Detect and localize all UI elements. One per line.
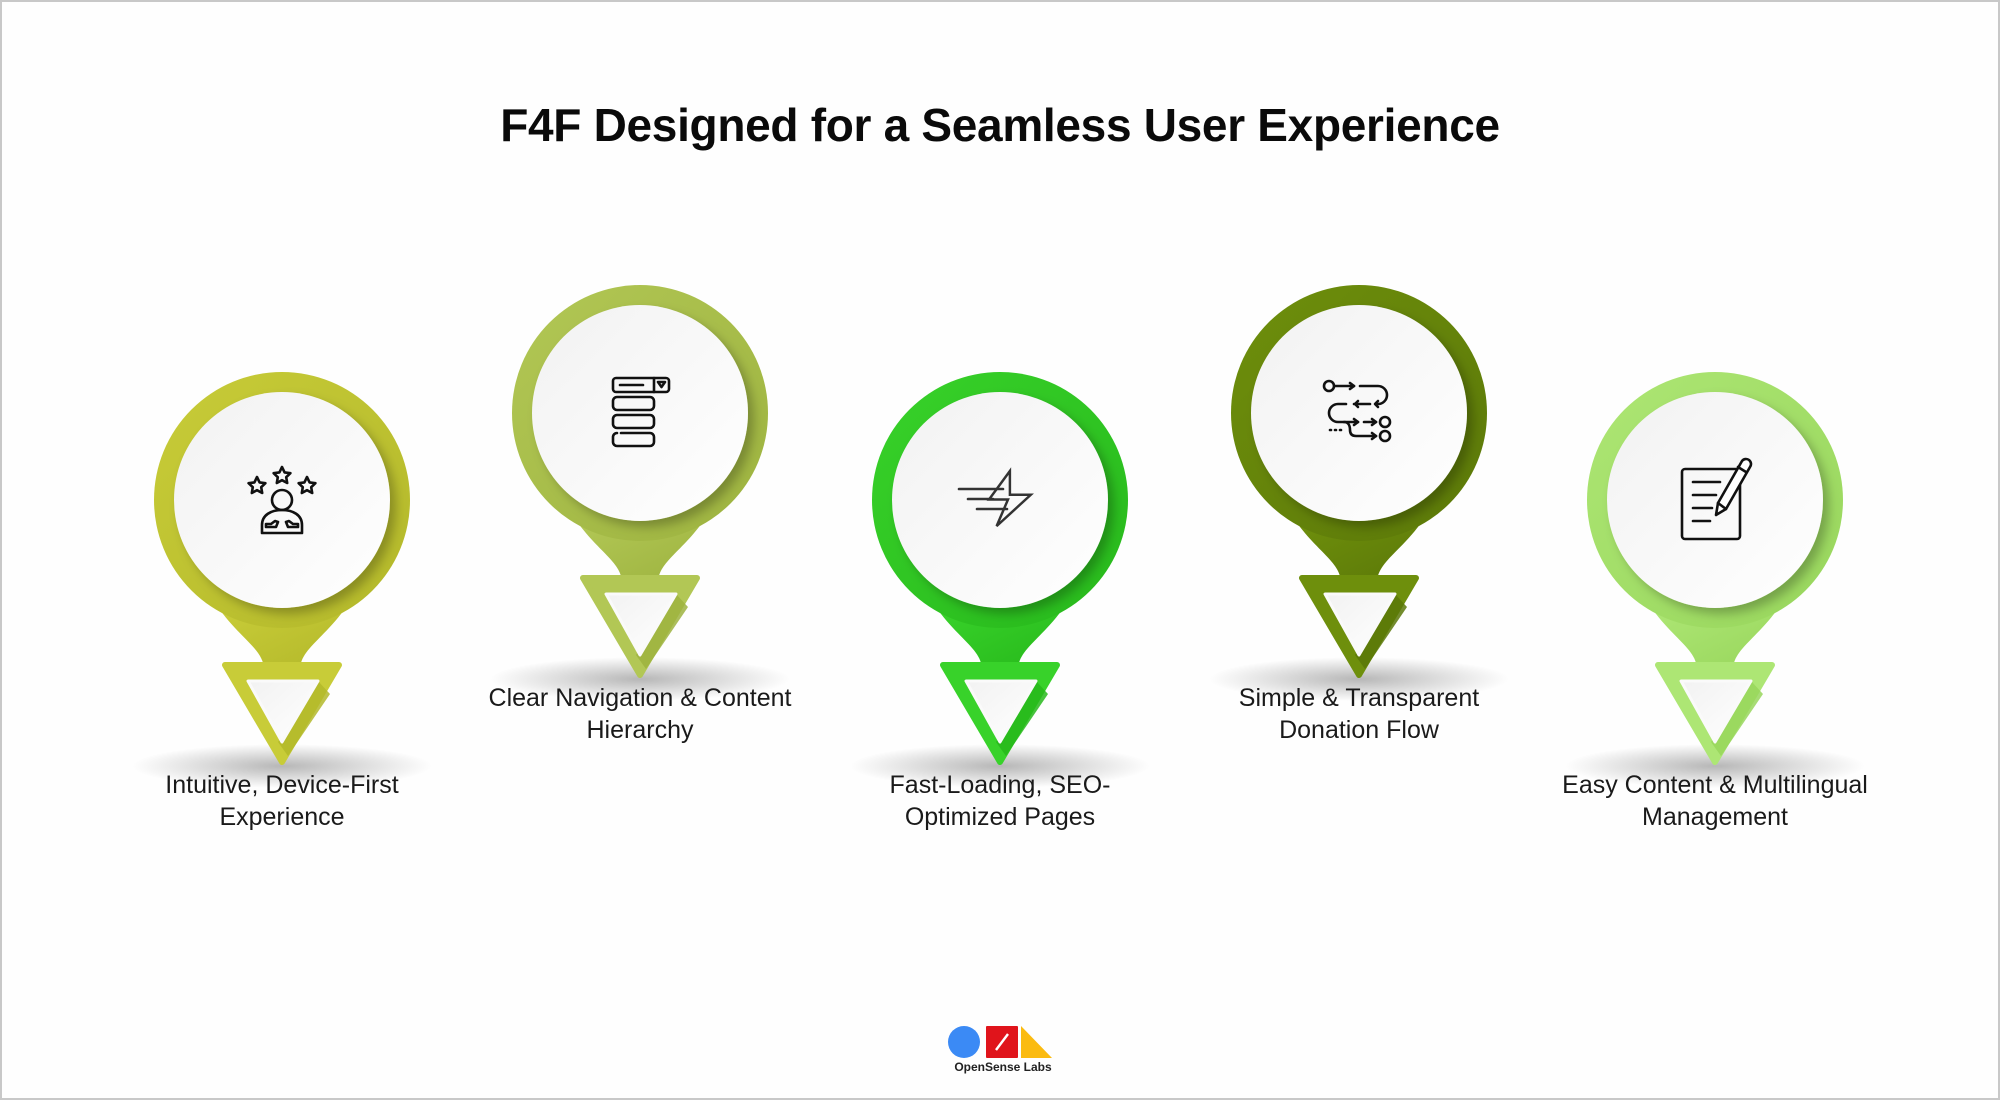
feature-pin-device-first: Intuitive, Device-First Experience <box>122 372 442 892</box>
logo-circle-shape <box>948 1026 980 1058</box>
user-rating-stars-icon <box>247 465 317 535</box>
pin-label-line: Hierarchy <box>586 716 694 744</box>
pin-label-line: Simple & Transparent <box>1238 684 1480 712</box>
pin-inner-disc <box>1251 305 1467 521</box>
logo-text: OpenSense Labs <box>954 1060 1052 1074</box>
pin-arrow-inner <box>964 679 1038 744</box>
pin-label-line: Management <box>1642 803 1788 831</box>
pin-label-line: Clear Navigation & Content <box>488 684 792 712</box>
document-edit-icon <box>1680 457 1753 541</box>
pin-inner-disc <box>1607 392 1823 608</box>
pin-ground-shadow <box>132 744 432 788</box>
pin-arrow-shadow <box>278 681 330 756</box>
pin-inner-disc <box>174 392 390 608</box>
pin-arrow-shadow <box>1711 681 1763 756</box>
flow-steps-icon <box>1322 379 1392 443</box>
pin-marker-shape <box>1209 285 1509 701</box>
page-title: F4F Designed for a Seamless User Experie… <box>500 99 1500 151</box>
logo-mark <box>948 1026 1052 1058</box>
pin-arrow-inner <box>246 679 320 744</box>
feature-pin-donation-flow: Simple & Transparent Donation Flow <box>1199 285 1519 805</box>
feature-pin-navigation: Clear Navigation & Content Hierarchy <box>480 285 800 805</box>
pin-ground-shadow <box>1209 657 1509 701</box>
pin-marker-shape <box>490 285 790 701</box>
logo-triangle-shape <box>1021 1026 1052 1058</box>
feature-pin-content-management: Easy Content & Multilingual Management <box>1555 372 1875 892</box>
pin-ground-shadow <box>850 744 1150 788</box>
pin-label: Clear Navigation & Content Hierarchy <box>440 682 840 746</box>
dropdown-menu-list-icon <box>611 376 671 448</box>
pin-arrow-inner <box>604 592 678 657</box>
pin-arrow-inner <box>1323 592 1397 657</box>
pin-marker-shape <box>1565 372 1865 788</box>
pin-label: Easy Content & Multilingual Management <box>1515 769 1915 833</box>
pin-ground-shadow <box>1565 744 1865 788</box>
pin-stem <box>1297 523 1421 583</box>
opensense-labs-logo: OpenSense Labs <box>948 1024 1058 1074</box>
pin-label: Intuitive, Device-First Experience <box>82 769 482 833</box>
logo-slash-shape <box>995 1033 1009 1051</box>
feature-pin-fast-loading: Fast-Loading, SEO- Optimized Pages <box>840 372 1160 892</box>
pin-arrow-shadow <box>1355 594 1407 669</box>
fast-lightning-icon <box>957 467 1034 528</box>
pin-label-line: Experience <box>219 803 345 831</box>
pin-label: Simple & Transparent Donation Flow <box>1159 682 1559 746</box>
pin-arrow-shadow <box>636 594 688 669</box>
pin-label-line: Optimized Pages <box>904 803 1096 831</box>
pin-inner-disc <box>532 305 748 521</box>
pin-marker-shape <box>850 372 1150 788</box>
pin-stem <box>220 610 344 670</box>
pin-label: Fast-Loading, SEO- Optimized Pages <box>800 769 1200 833</box>
pin-arrow-inner <box>1679 679 1753 744</box>
pin-label-line: Easy Content & Multilingual <box>1562 771 1868 799</box>
pin-ground-shadow <box>490 657 790 701</box>
pin-label-line: Intuitive, Device-First <box>165 771 399 799</box>
pin-stem <box>1653 610 1777 670</box>
pin-label-line: Donation Flow <box>1279 716 1439 744</box>
pin-arrow-shadow <box>996 681 1048 756</box>
pin-stem <box>938 610 1062 670</box>
pin-marker-shape <box>132 372 432 788</box>
pin-stem <box>578 523 702 583</box>
pin-label-line: Fast-Loading, SEO- <box>889 771 1111 799</box>
